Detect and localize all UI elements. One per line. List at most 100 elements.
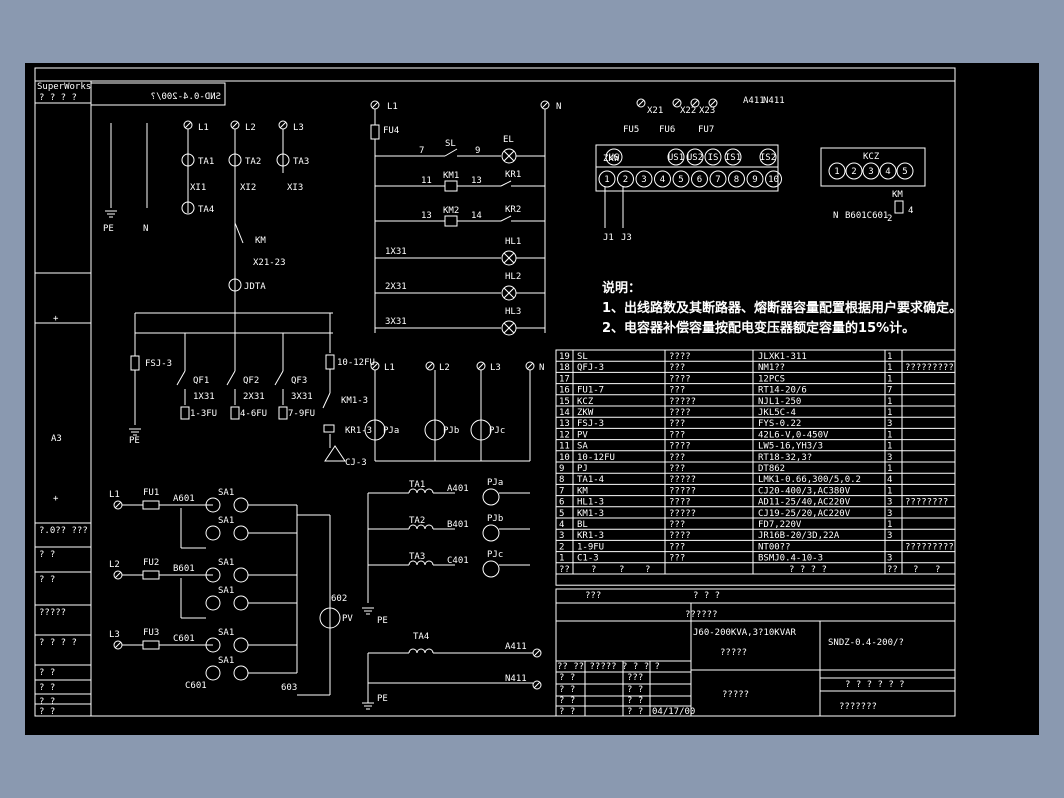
km-label: KM — [892, 190, 903, 200]
fuse-icon — [370, 124, 380, 140]
title-grid-cell: ? ? — [559, 673, 575, 683]
hl-label: HL2 — [505, 272, 521, 282]
jdta-label: JDTA — [244, 282, 266, 292]
bom-cell-model: NT00?? — [758, 542, 791, 552]
drawing-number: SNDZ-0.4-200/? — [828, 638, 904, 648]
bom-cell-name: ??? — [669, 419, 685, 429]
wire-label: C401 — [447, 556, 469, 566]
kcz-terminal-icon — [879, 162, 897, 180]
bom-cell-model: LMK1-0.66,300/5,0.2 — [758, 475, 861, 485]
relay-contact — [500, 180, 512, 187]
qf-label: QF2 — [243, 376, 259, 386]
fu1012-label: 10-12FU — [337, 358, 375, 368]
bom-cell-no: 16 — [559, 386, 570, 396]
bom-cell-qty: 1 — [887, 374, 892, 384]
notes-line2: 2、电容器补偿容量按配电变压器额定容量的15%计。 — [602, 321, 916, 336]
xi-label: XI2 — [240, 183, 256, 193]
bom-cell-name: ??? — [669, 453, 685, 463]
schematic-drawing: SuperWorks? ? ? ?A3++?.0?? ???? ?? ?????… — [34, 67, 956, 717]
sa1-contact-icon — [233, 637, 249, 653]
fuse-icon — [142, 640, 160, 650]
sa1-label: SA1 — [218, 628, 234, 638]
title-grid-cell: ? ? — [627, 696, 643, 706]
plus-icon: + — [53, 494, 59, 504]
bom-cell-no: 11 — [559, 442, 570, 452]
wire-label: A601 — [173, 494, 195, 504]
node-label: 14 — [471, 211, 482, 221]
terminal-slash — [477, 362, 485, 370]
sidebar-cell-text: ????? — [39, 608, 66, 618]
ct-label: TA3 — [409, 552, 425, 562]
bom-cell-model: 12PCS — [758, 374, 785, 384]
zkw-terminal-icon — [654, 170, 671, 188]
bom-cell-code: HL1-3 — [577, 498, 604, 508]
bom-cell-model: CJ20-400/3,AC380V — [758, 486, 851, 496]
terminal-icon — [532, 680, 542, 690]
j-label: J1 — [603, 233, 614, 243]
bom-cell-qty: 1 — [887, 442, 892, 452]
energy-meter-icon — [364, 419, 386, 441]
bom-cell-name: ??? — [669, 542, 685, 552]
zkw-terminal-number: 5 — [678, 175, 683, 185]
sa1-contact-icon — [205, 497, 221, 513]
bom-cell-no: 7 — [559, 486, 564, 496]
x-label: A411 — [743, 96, 765, 106]
bom-cell-model: BSMJ0.4-10-3 — [758, 554, 823, 564]
bom-cell-name: ??? — [669, 386, 685, 396]
pe-label: PE — [103, 224, 114, 234]
hl-label: HL3 — [505, 307, 521, 317]
capacitor-delta-icon — [324, 445, 346, 462]
bom-cell-no: 10 — [559, 453, 570, 463]
pe-label: PE — [129, 436, 140, 446]
kcz-terminal-icon — [828, 162, 846, 180]
bom-cell-code: SL — [577, 352, 588, 362]
n-label: N — [143, 224, 148, 234]
bom-header-cell: ? — [619, 565, 624, 575]
sa1-contact-icon — [233, 665, 249, 681]
ct-coil-icon — [424, 560, 434, 566]
zkw-terminal-label: US1 — [668, 153, 684, 163]
energy-meter-icon — [482, 488, 500, 506]
bom-cell-code: 1-9FU — [577, 542, 604, 552]
zkw-terminal-number: 1 — [604, 175, 609, 185]
zkw-terminal-icon — [667, 148, 685, 166]
bom-cell-qty: 7 — [887, 386, 892, 396]
zkw-terminal-icon — [691, 170, 708, 188]
logo-text: SuperWorks — [37, 82, 91, 92]
sidebar-cell-text: ? ? — [39, 683, 55, 693]
bom-cell-code: SA — [577, 442, 588, 452]
zkw-terminal-icon — [672, 170, 690, 188]
sa1-contact-icon — [205, 567, 221, 583]
zkw-terminal-icon — [759, 148, 777, 166]
title-grid-cell: ? ? — [627, 685, 643, 695]
bom-cell-code: TA1-4 — [577, 475, 604, 485]
coil-icon — [444, 180, 458, 192]
phase-label: N — [539, 363, 544, 373]
bom-header-cell: ? — [935, 565, 940, 575]
zkw-terminal-icon — [598, 170, 616, 188]
bom-cell-qty: 1 — [887, 486, 892, 496]
node-label: 7 — [419, 146, 424, 156]
x-label: N411 — [763, 96, 785, 106]
pe-label: PE — [377, 616, 388, 626]
sa1-label: SA1 — [218, 656, 234, 666]
bom-cell-model: AD11-25/40,AC220V — [758, 498, 851, 508]
bom-cell-code: KM — [577, 486, 588, 496]
pj-label: PJa — [383, 426, 399, 436]
zkw-controller-box — [595, 144, 779, 192]
zkw-terminal-icon — [746, 170, 764, 188]
bom-cell-qty: 3 — [887, 419, 892, 429]
qf-label: QF3 — [291, 376, 307, 386]
fuse-icon — [278, 406, 288, 420]
bom-cell-model: RT18-32,3? — [758, 453, 812, 463]
bom-cell-no: 14 — [559, 408, 570, 418]
km13-label: KM1-3 — [341, 396, 368, 406]
bom-header-cell: ?? — [559, 565, 570, 575]
zkw-terminal-number: 10 — [768, 175, 779, 185]
phase-label: L3 — [109, 630, 120, 640]
sa1-contact-icon — [205, 525, 221, 541]
title-cell: ? ? ? ? ? ? — [845, 680, 905, 690]
km-coil-icon — [894, 200, 904, 214]
bom-cell-no: 9 — [559, 464, 564, 474]
wire-label: 2X31 — [385, 282, 407, 292]
